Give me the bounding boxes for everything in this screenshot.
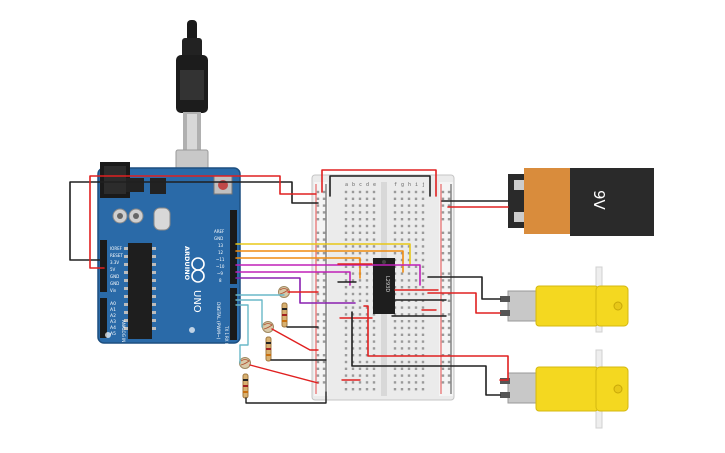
pin-label-vin: Vin xyxy=(110,288,117,293)
pin-label-a5: A5 xyxy=(110,331,116,337)
pin-label-a2: A2 xyxy=(110,313,116,319)
battery-9v: 9V xyxy=(508,168,654,236)
col-a: a xyxy=(345,182,348,188)
pin-label-gnd-top: GND xyxy=(214,236,223,241)
wire-ldr2-power xyxy=(271,328,319,351)
col-d: d xyxy=(366,182,369,188)
wire-pin-11 xyxy=(235,257,361,279)
analog-in-label: ANALOG IN xyxy=(121,320,126,342)
col-g: g xyxy=(401,182,404,188)
pin-label-9: ~9 xyxy=(217,271,223,276)
wire-rail-bridge-red xyxy=(321,169,437,197)
pin-label-10: ~10 xyxy=(216,264,225,269)
wire-pin-9 xyxy=(235,271,351,286)
wire-motor2-a xyxy=(363,305,509,381)
col-h: h xyxy=(408,182,411,188)
atmega-pins xyxy=(124,247,156,330)
motor-1 xyxy=(500,266,629,333)
pin-label-ioref: IOREF xyxy=(110,246,123,251)
wire-5v-to-rail xyxy=(89,175,317,269)
wire-motor2-b xyxy=(351,311,501,396)
wire-ldr3-gnd xyxy=(245,391,327,404)
col-c: c xyxy=(359,182,362,188)
pin-label-8: 8 xyxy=(219,278,222,283)
battery-label: 9V xyxy=(590,190,608,211)
rx-label: RX 0 xyxy=(224,336,229,346)
pin-label-a1: A1 xyxy=(110,307,116,313)
wire-gnd-to-rail xyxy=(69,181,319,261)
col-b: b xyxy=(352,182,355,188)
wire-pin-10 xyxy=(235,264,421,286)
wire-motor1-b xyxy=(427,292,501,314)
digital-pin-labels: AREF GND 13 12 ~11 ~10 ~9 8 xyxy=(214,229,225,283)
wire-pin-8 xyxy=(235,277,356,304)
driver-chip-label: L293D xyxy=(384,276,390,292)
arduino-board: IOREF RESET 3.3V 5V GND GND Vin A0 A1 A2… xyxy=(97,162,241,346)
pin-label-a3: A3 xyxy=(110,319,116,325)
col-i: i xyxy=(415,182,418,188)
pin-label-5v: 5V xyxy=(110,267,116,272)
ldr-sensor-3 xyxy=(239,357,251,399)
wire-pin-13 xyxy=(235,243,411,266)
arduino-model: UNO xyxy=(191,290,202,313)
pin-label-aref: AREF xyxy=(214,229,225,234)
pin-label-11: ~11 xyxy=(216,257,225,262)
ldr-sensor-1 xyxy=(278,286,290,328)
usb-cable xyxy=(175,20,209,189)
pin-label-12: 12 xyxy=(218,250,224,255)
power-labels: IOREF RESET 3.3V 5V GND GND Vin xyxy=(110,246,123,293)
pin-label-gnd-2: GND xyxy=(110,281,119,286)
analog-pin-labels: A0 A1 A2 A3 A4 A5 xyxy=(110,301,116,337)
pin-label-gnd-1: GND xyxy=(110,274,119,279)
tx-label: TX 1 xyxy=(224,325,229,335)
pin-label-3v3: 3.3V xyxy=(110,260,119,265)
motor-2 xyxy=(500,349,629,429)
wire-sensor-2 xyxy=(235,299,263,328)
col-f: f xyxy=(394,182,397,188)
wire-motor1-a xyxy=(427,276,501,300)
ldr-sensor-2 xyxy=(262,321,274,362)
col-j: j xyxy=(422,182,425,188)
pin-label-13: 13 xyxy=(218,243,224,248)
wire-sensor-3 xyxy=(235,304,249,364)
column-letters: a b c d e f g h i j xyxy=(345,182,425,188)
pin-label-reset: RESET xyxy=(110,253,123,258)
arduino-logo xyxy=(191,257,205,283)
wires xyxy=(69,169,509,404)
l293d-driver-chip: L293D xyxy=(373,258,395,314)
pin-label-a4: A4 xyxy=(110,325,116,331)
col-e: e xyxy=(373,182,376,188)
pin-label-a0: A0 xyxy=(110,301,116,307)
wire-rail-bridge-black xyxy=(329,175,431,197)
digital-pwm-label: DIGITAL (PWM~) xyxy=(215,302,221,340)
arduino-brand: ARDUINO xyxy=(183,246,191,281)
wire-ldr3-power xyxy=(249,364,319,384)
